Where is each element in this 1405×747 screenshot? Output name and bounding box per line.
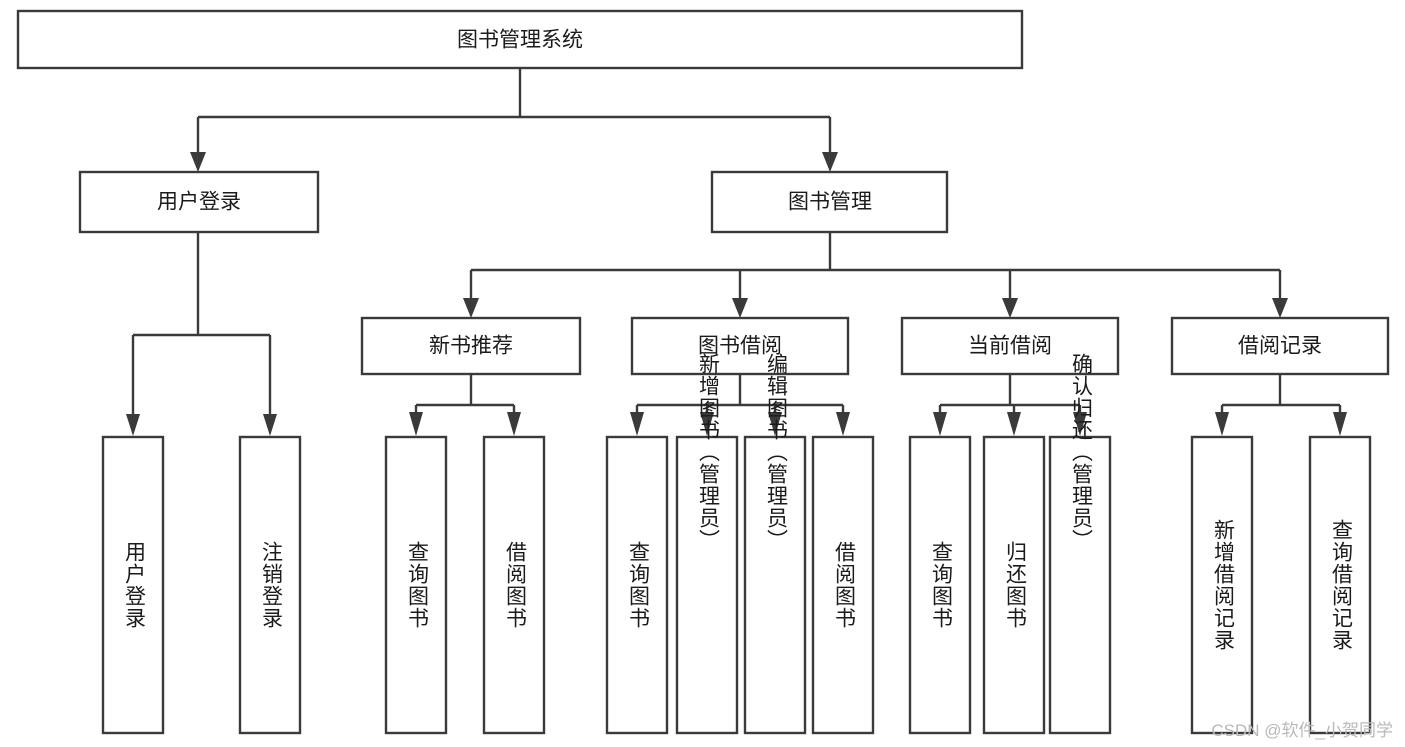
arrowhead-leaf-borrow-book-2 <box>836 412 850 436</box>
node-user-login-box[interactable] <box>78 170 320 234</box>
leaf-confirm-return-label: 确认归还（管理员） <box>1069 353 1093 551</box>
leaf-query-book-2[interactable]: 查询图书 <box>605 435 669 735</box>
connector-group-borrow-record <box>1215 374 1347 436</box>
leaf-return-book-label: 归还图书 <box>1003 541 1027 629</box>
arrowhead-borrow-record <box>1272 298 1288 318</box>
arrowhead-book-borrow <box>732 298 748 318</box>
leaf-return-book-box[interactable] <box>982 435 1046 735</box>
leaf-borrow-book-1[interactable]: 借阅图书 <box>482 435 546 735</box>
arrowhead-book-manage <box>822 152 838 172</box>
leaf-add-record-label: 新增借阅记录 <box>1211 519 1235 651</box>
leaf-return-book[interactable]: 归还图书 <box>982 435 1046 735</box>
node-new-book-recommend-box[interactable] <box>360 316 582 376</box>
node-book-manage-box[interactable] <box>710 170 949 234</box>
node-new-book-recommend-label: 新书推荐 <box>429 335 513 358</box>
leaf-query-record[interactable]: 查询借阅记录 <box>1308 435 1372 735</box>
leaf-confirm-return-box[interactable] <box>1048 435 1112 735</box>
leaf-query-book-1-box[interactable] <box>384 435 448 735</box>
node-current-borrow-label: 当前借阅 <box>968 335 1052 358</box>
node-root[interactable]: 图书管理系统 <box>16 9 1024 70</box>
leaf-user-login-label: 用户登录 <box>122 541 146 629</box>
node-book-borrow-label: 图书借阅 <box>698 335 782 358</box>
node-root-box[interactable] <box>16 9 1024 70</box>
arrowhead-leaf-edit-book <box>768 412 782 436</box>
node-new-book-recommend[interactable]: 新书推荐 <box>360 316 582 376</box>
leaf-confirm-return[interactable]: 确认归还（管理员） <box>1048 353 1112 735</box>
leaf-borrow-book-1-box[interactable] <box>482 435 546 735</box>
leaf-edit-book[interactable]: 编辑图书（管理员） <box>743 353 807 735</box>
leaf-logout[interactable]: 注销登录 <box>238 435 302 735</box>
leaf-user-login[interactable]: 用户登录 <box>101 435 165 735</box>
connector-group-current-borrow <box>933 374 1087 436</box>
node-root-label: 图书管理系统 <box>457 29 583 52</box>
arrowhead-user-login <box>190 152 206 172</box>
arrowhead-leaf-return-book <box>1007 412 1021 436</box>
leaf-user-login-box[interactable] <box>101 435 165 735</box>
leaf-borrow-book-2[interactable]: 借阅图书 <box>811 435 875 735</box>
node-book-manage[interactable]: 图书管理 <box>710 170 949 234</box>
leaf-logout-label: 注销登录 <box>259 541 283 629</box>
node-book-manage-label: 图书管理 <box>788 191 872 214</box>
leaf-borrow-book-2-box[interactable] <box>811 435 875 735</box>
node-borrow-record-label: 借阅记录 <box>1238 335 1322 358</box>
node-borrow-record[interactable]: 借阅记录 <box>1170 316 1390 376</box>
leaf-edit-book-box[interactable] <box>743 435 807 735</box>
connector-group-root <box>190 68 838 172</box>
arrowhead-current-borrow <box>1002 298 1018 318</box>
arrowhead-leaf-add-book <box>700 412 714 436</box>
leaf-query-book-1-label: 查询图书 <box>405 541 429 629</box>
leaf-add-book-box[interactable] <box>675 435 739 735</box>
arrowhead-leaf-borrow-book-1 <box>507 412 521 436</box>
arrowhead-leaf-logout <box>263 414 277 436</box>
node-borrow-record-box[interactable] <box>1170 316 1390 376</box>
connector-group-user-login <box>126 232 277 436</box>
leaf-borrow-book-2-label: 借阅图书 <box>832 541 856 629</box>
node-user-login-label: 用户登录 <box>157 191 241 214</box>
leaf-query-book-3-box[interactable] <box>908 435 972 735</box>
node-current-borrow-box[interactable] <box>900 316 1120 376</box>
leaf-borrow-book-1-label: 借阅图书 <box>503 541 527 629</box>
connector-group-new-book-recommend <box>409 374 521 436</box>
arrowhead-leaf-add-record <box>1215 412 1229 436</box>
node-book-borrow-box[interactable] <box>630 316 850 376</box>
arrowhead-leaf-query-book-3 <box>933 412 947 436</box>
leaf-query-record-label: 查询借阅记录 <box>1329 519 1353 651</box>
leaf-query-book-2-box[interactable] <box>605 435 669 735</box>
leaf-edit-book-label: 编辑图书（管理员） <box>764 353 788 551</box>
node-book-borrow[interactable]: 图书借阅 <box>630 316 850 376</box>
leaf-add-record[interactable]: 新增借阅记录 <box>1190 435 1254 735</box>
csdn-watermark: CSDN @软件_小贺同学 <box>1211 721 1393 740</box>
leaf-query-record-box[interactable] <box>1308 435 1372 735</box>
leaf-query-book-2-label: 查询图书 <box>626 541 650 629</box>
arrowhead-leaf-confirm-return <box>1073 412 1087 436</box>
connector-group-book-borrow <box>630 374 850 436</box>
arrowhead-new-book-recommend <box>463 298 479 318</box>
arrowhead-leaf-query-book-2 <box>630 412 644 436</box>
connector-group-book-manage <box>463 232 1288 318</box>
leaf-add-record-box[interactable] <box>1190 435 1254 735</box>
leaf-query-book-1[interactable]: 查询图书 <box>384 435 448 735</box>
leaf-logout-box[interactable] <box>238 435 302 735</box>
node-user-login[interactable]: 用户登录 <box>78 170 320 234</box>
arrowhead-leaf-query-record <box>1333 412 1347 436</box>
node-current-borrow[interactable]: 当前借阅 <box>900 316 1120 376</box>
leaf-query-book-3[interactable]: 查询图书 <box>908 435 972 735</box>
leaf-query-book-3-label: 查询图书 <box>929 541 953 629</box>
leaf-add-book-label: 新增图书（管理员） <box>696 353 720 551</box>
arrowhead-leaf-user-login <box>126 414 140 436</box>
leaf-add-book[interactable]: 新增图书（管理员） <box>675 353 739 735</box>
arrowhead-leaf-query-book-1 <box>409 412 423 436</box>
